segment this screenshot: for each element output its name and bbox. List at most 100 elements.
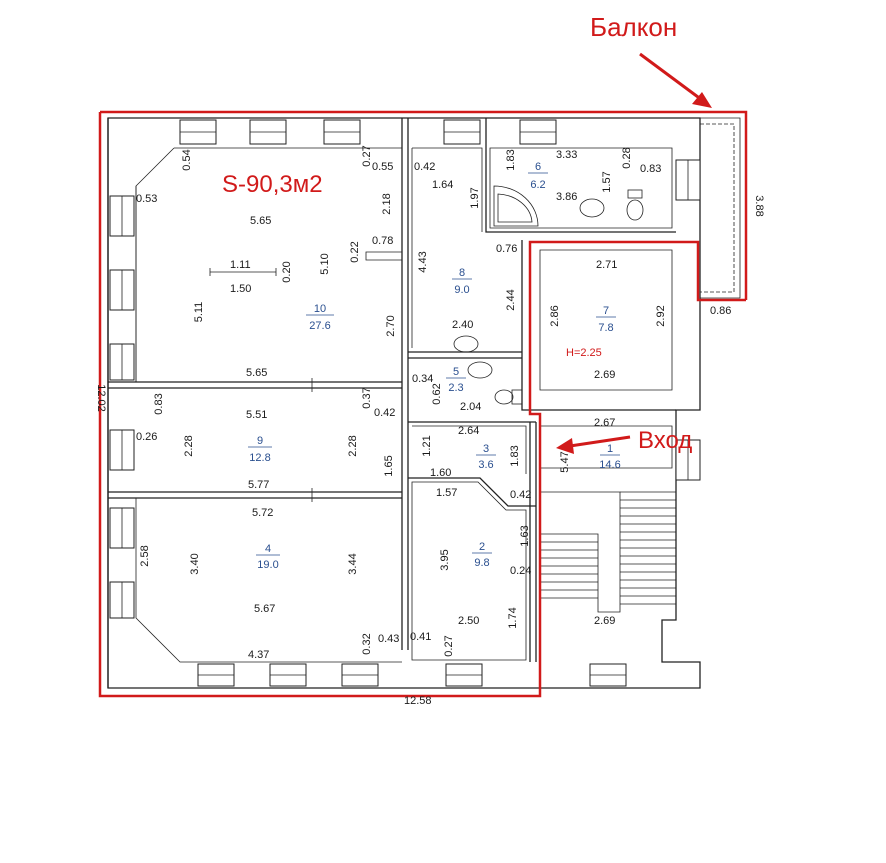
dim-label: 1.63 <box>519 525 531 546</box>
dim-label: 0.37 <box>361 387 373 408</box>
dim-label: 4.37 <box>248 649 269 661</box>
dimension-labels: 0.54 0.53 0.27 0.55 0.42 1.83 3.33 0.28 … <box>95 145 765 707</box>
dim-label: 1.57 <box>601 171 613 192</box>
balcony-label: Балкон <box>590 12 677 42</box>
svg-text:9.8: 9.8 <box>474 557 489 569</box>
room-10: 10 27.6 <box>306 303 334 332</box>
dim-label: 0.41 <box>410 631 431 643</box>
dim-label: 1.11 <box>230 259 251 271</box>
dim-label: 5.67 <box>254 603 275 615</box>
svg-text:2.3: 2.3 <box>448 382 463 394</box>
dim-label: 0.28 <box>621 147 633 168</box>
dim-label: 0.34 <box>412 373 433 385</box>
sink-icon-3 <box>467 361 493 379</box>
room-labels: 1 14.6 2 9.8 3 3.6 4 19.0 5 2.3 6 6.2 <box>248 161 621 571</box>
svg-text:14.6: 14.6 <box>599 459 620 471</box>
dim-label: 0.42 <box>414 161 435 173</box>
dim-label: 3.44 <box>347 553 359 574</box>
dim-label: 3.40 <box>189 553 201 574</box>
dim-label: 1.21 <box>421 435 433 456</box>
dim-label: 2.44 <box>505 289 517 310</box>
dim-label: 5.77 <box>248 479 269 491</box>
dim-label: 5.10 <box>319 253 331 274</box>
dim-label: 1.74 <box>507 607 519 628</box>
dim-label: 2.67 <box>594 417 615 429</box>
svg-text:3.6: 3.6 <box>478 459 493 471</box>
svg-text:7: 7 <box>603 305 609 317</box>
svg-text:7.8: 7.8 <box>598 322 613 334</box>
svg-text:8: 8 <box>459 267 465 279</box>
room-5: 5 2.3 <box>446 366 466 394</box>
dim-label: 1.83 <box>509 445 521 466</box>
dim-label: 5.47 <box>559 451 571 472</box>
svg-text:5: 5 <box>453 366 459 378</box>
room-9: 9 12.8 <box>248 435 272 464</box>
dim-label: 1.50 <box>230 283 251 295</box>
dim-label: 1.64 <box>432 179 453 191</box>
dim-label: 1.65 <box>383 455 395 476</box>
room-2: 2 9.8 <box>472 541 492 569</box>
dim-label: 2.69 <box>594 369 615 381</box>
svg-text:27.6: 27.6 <box>309 320 330 332</box>
dim-label: 1.83 <box>505 149 517 170</box>
dim-label: 3.95 <box>439 549 451 570</box>
dim-label: 1.57 <box>436 487 457 499</box>
svg-text:6.2: 6.2 <box>530 179 545 191</box>
dim-label: 3.86 <box>556 191 577 203</box>
dim-label: 1.60 <box>430 467 451 479</box>
red-outlines <box>98 52 748 698</box>
balcony <box>700 117 741 299</box>
svg-text:12.8: 12.8 <box>249 452 270 464</box>
dim-label: 0.43 <box>378 633 399 645</box>
dim-label: 2.69 <box>594 615 615 627</box>
dim-label: 3.88 <box>753 195 765 216</box>
dim-label: 2.04 <box>460 401 481 413</box>
dim-label: 0.86 <box>710 305 731 317</box>
dim-label: 0.78 <box>372 235 393 247</box>
dim-label: 5.65 <box>250 215 271 227</box>
dim-label: 0.54 <box>181 149 193 170</box>
dim-label: 2.18 <box>381 193 393 214</box>
beam-marker <box>209 268 277 276</box>
dim-label: 0.27 <box>361 145 373 166</box>
fixtures <box>209 185 644 405</box>
sink-icon-2 <box>453 335 479 353</box>
svg-text:9: 9 <box>257 435 263 447</box>
dim-label: 2.50 <box>458 615 479 627</box>
dim-label: 2.86 <box>549 305 561 326</box>
dim-label: 4.43 <box>417 251 429 272</box>
room-3: 3 3.6 <box>476 443 496 471</box>
dim-label: 0.53 <box>136 193 157 205</box>
dim-label: 3.33 <box>556 149 577 161</box>
svg-text:2: 2 <box>479 541 485 553</box>
dim-label: 0.20 <box>281 261 293 282</box>
dim-label: 2.64 <box>458 425 479 437</box>
room-6: 6 6.2 <box>528 161 548 191</box>
room-4: 4 19.0 <box>256 543 280 571</box>
corner-bath-icon <box>493 185 539 227</box>
dim-label: 0.22 <box>349 241 361 262</box>
dim-label: 5.11 <box>193 302 205 323</box>
dim-label: 2.58 <box>139 545 151 566</box>
svg-text:10: 10 <box>314 303 326 315</box>
dim-label: 12.58 <box>404 695 432 707</box>
dim-label: 2.71 <box>596 259 617 271</box>
room-7: 7 7.8 <box>596 305 616 334</box>
dim-label: 0.27 <box>443 635 455 656</box>
dim-label: 1.97 <box>469 187 481 208</box>
dim-label: 2.70 <box>385 315 397 336</box>
building-walls <box>107 117 701 689</box>
svg-text:6: 6 <box>535 161 541 173</box>
height-note: H=2.25 <box>566 347 602 359</box>
staircase <box>540 491 676 613</box>
dim-label: 0.76 <box>496 243 517 255</box>
room-1: 1 14.6 <box>599 443 620 471</box>
toilet-icon <box>627 189 643 199</box>
dim-label: 2.28 <box>347 435 359 456</box>
dim-label: 0.83 <box>640 163 661 175</box>
dim-label: 0.24 <box>510 565 531 577</box>
svg-text:9.0: 9.0 <box>454 284 469 296</box>
dim-label: 0.42 <box>510 489 531 501</box>
windows <box>109 119 701 687</box>
